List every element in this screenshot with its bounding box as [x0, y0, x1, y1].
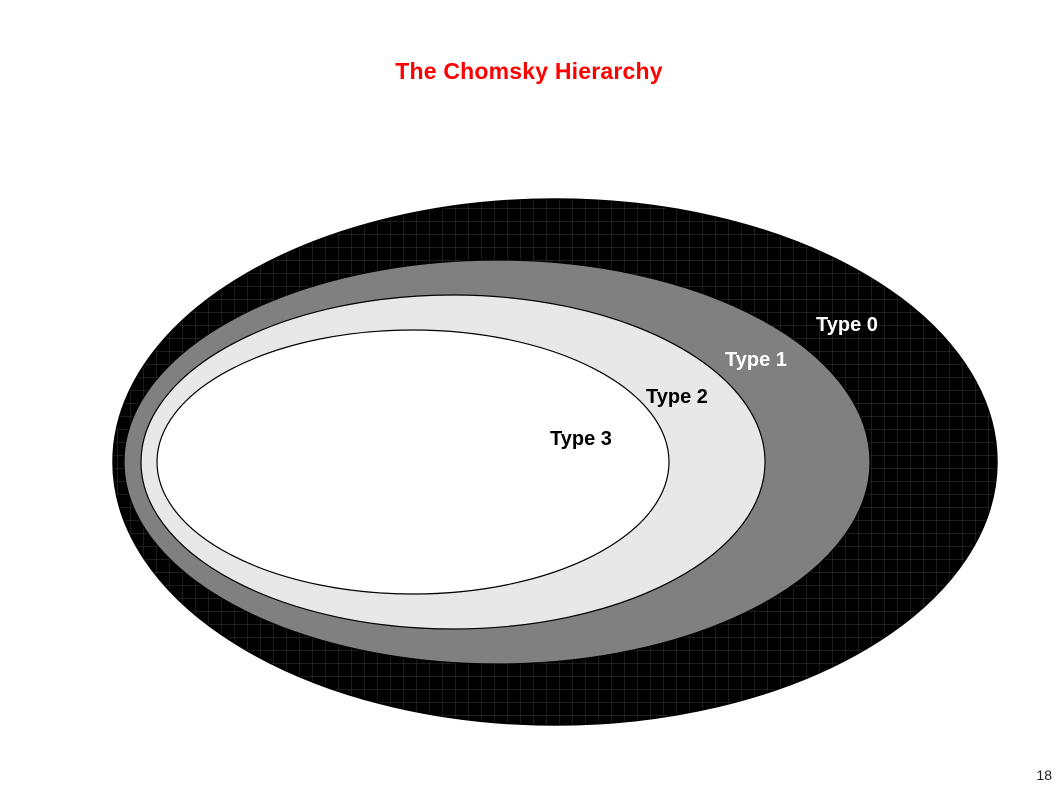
type-2-label: Type 2: [646, 386, 708, 408]
type-1-label: Type 1: [725, 349, 787, 371]
type-3-region: [156, 329, 670, 595]
type-3-label: Type 3: [550, 428, 612, 450]
page-number: 18: [1036, 767, 1052, 783]
slide-title: The Chomsky Hierarchy: [395, 58, 663, 84]
type-0-label: Type 0: [816, 314, 878, 336]
